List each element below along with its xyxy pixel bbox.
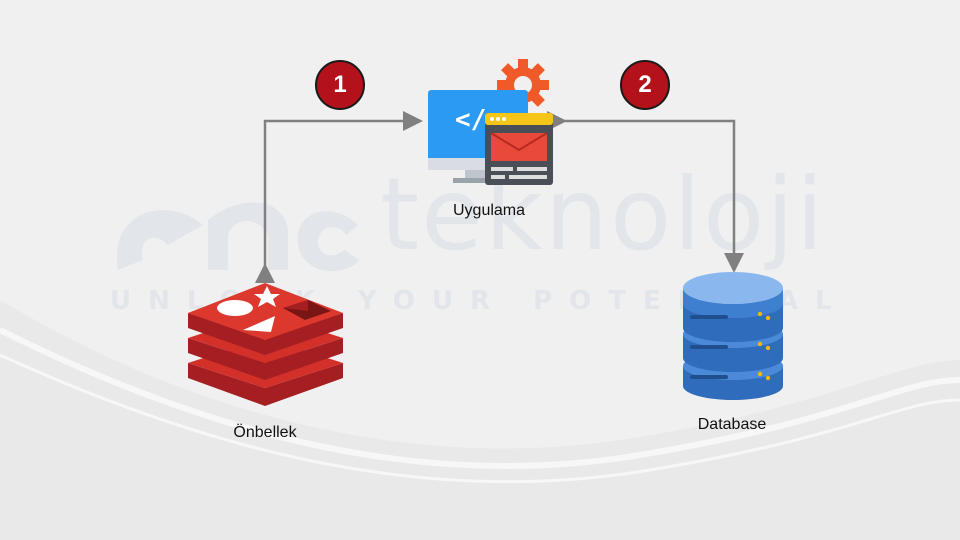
database-label: Database <box>697 416 767 433</box>
step-badge-1: 1 <box>315 60 365 110</box>
arrow-app-database <box>547 111 744 273</box>
cache-label: Önbellek <box>233 424 297 441</box>
app-window-gear-icon: </> <box>428 59 553 185</box>
redis-stack-icon <box>188 283 343 406</box>
arrow-cache-app <box>255 111 423 283</box>
step-badge-2: 2 <box>620 60 670 110</box>
app-label: Uygulama <box>452 202 526 219</box>
database-cylinder-icon <box>683 272 783 400</box>
